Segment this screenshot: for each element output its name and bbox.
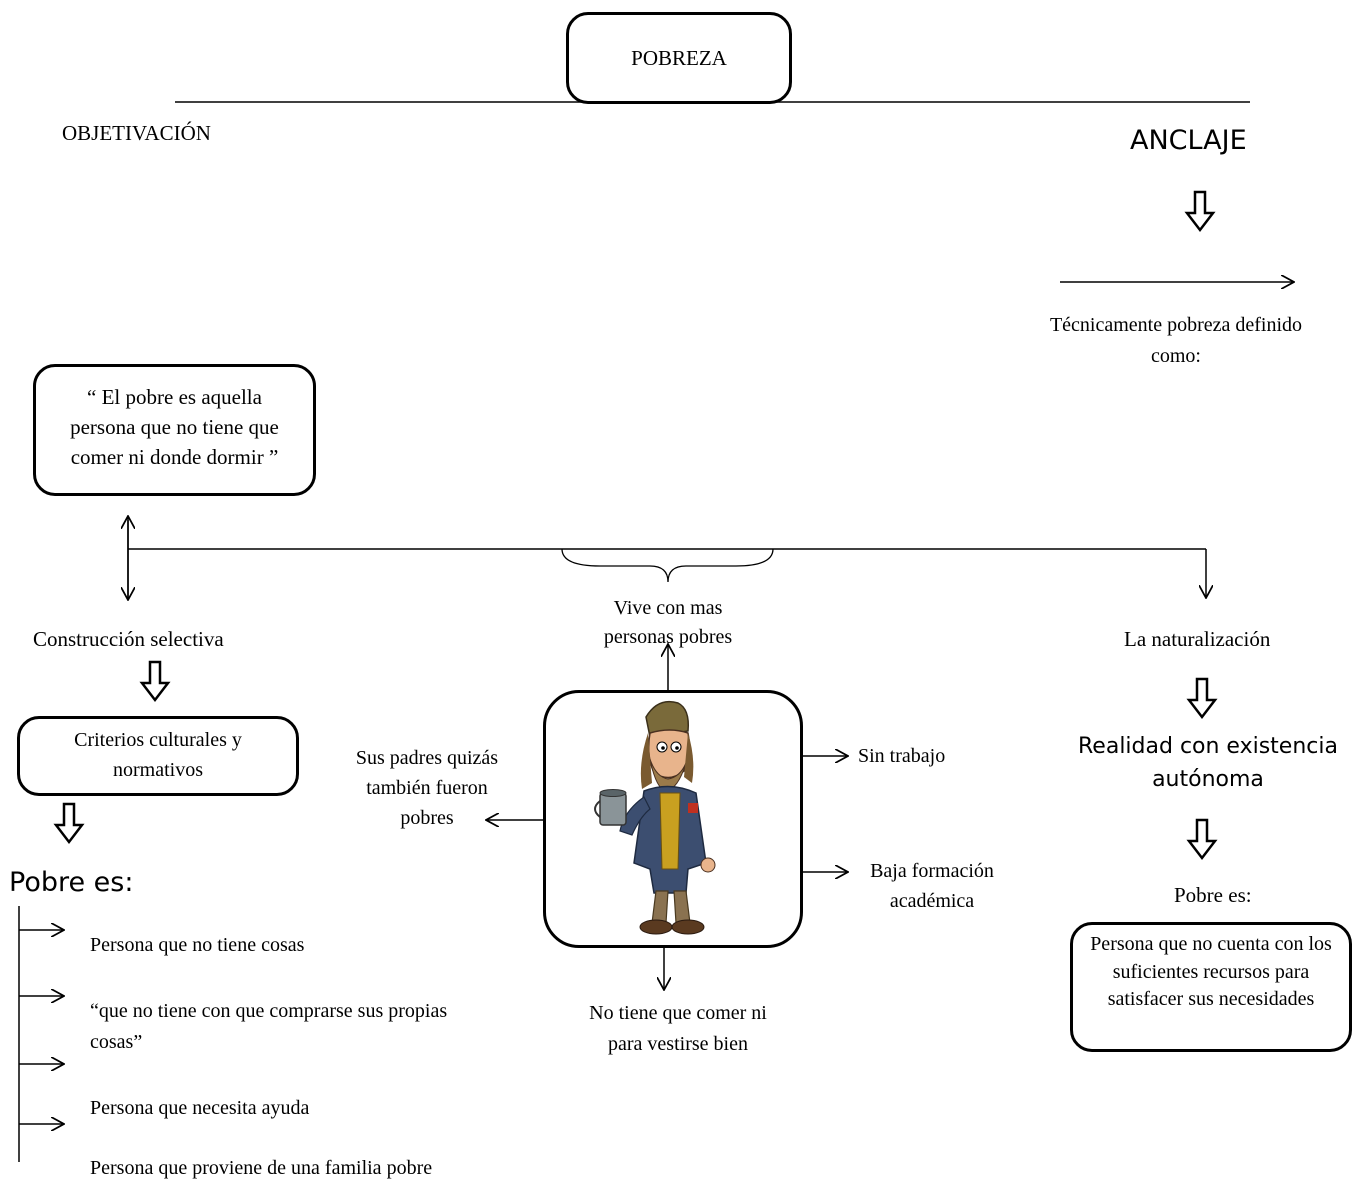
hollow-down-arrow-criterios: [53, 802, 85, 845]
list-item: Persona que proviene de una familia pobr…: [90, 1157, 433, 1179]
definition-box: Persona que no cuenta con los suficiente…: [1070, 922, 1352, 1052]
padres-label: Sus padres quizás también fueron pobres: [355, 747, 499, 829]
pobreza-title: POBREZA: [631, 46, 727, 70]
no-tiene-label: No tiene que comer ni para vestirse bien: [589, 1002, 767, 1055]
anclaje-label: ANCLAJE: [1130, 125, 1247, 156]
sin-trabajo-label: Sin trabajo: [858, 745, 946, 767]
pobre-es-left: Pobre es:: [9, 867, 134, 898]
naturalizacion-label: La naturalización: [1124, 627, 1271, 651]
criterios-box: Criterios culturales y normativos: [17, 716, 299, 796]
curly-brace: [561, 548, 774, 583]
list-item: “que no tiene con que comprarse sus prop…: [90, 1000, 448, 1053]
realidad-label: Realidad con existencia autónoma: [1078, 734, 1338, 792]
pobreza-box: POBREZA: [566, 12, 792, 104]
list-item: Persona que no tiene cosas: [90, 934, 305, 956]
pobre-es-right: Pobre es:: [1174, 883, 1252, 907]
definition-box-text: Persona que no cuenta con los suficiente…: [1090, 933, 1332, 1011]
hollow-down-arrow-construccion: [139, 660, 171, 703]
criterios-text: Criterios culturales y normativos: [74, 729, 242, 781]
hollow-down-arrow-realidad: [1186, 818, 1218, 861]
hollow-down-arrow-naturalizacion: [1186, 677, 1218, 720]
list-item: Persona que necesita ayuda: [90, 1097, 310, 1119]
poor-man-illustration: [594, 700, 716, 935]
quote-text: “ El pobre es aquella persona que no tie…: [70, 385, 279, 469]
hollow-down-arrow-anclaje: [1184, 190, 1216, 233]
vive-label: Vive con mas personas pobres: [603, 597, 733, 648]
quote-box: “ El pobre es aquella persona que no tie…: [33, 364, 316, 496]
definition-intro: Técnicamente pobreza definido como:: [1049, 314, 1303, 367]
baja-formacion-label: Baja formación académica: [870, 860, 994, 912]
objetivacion-label: OBJETIVACIÓN: [62, 121, 211, 145]
figure-box: [543, 690, 803, 948]
construccion-label: Construcción selectiva: [33, 627, 224, 651]
